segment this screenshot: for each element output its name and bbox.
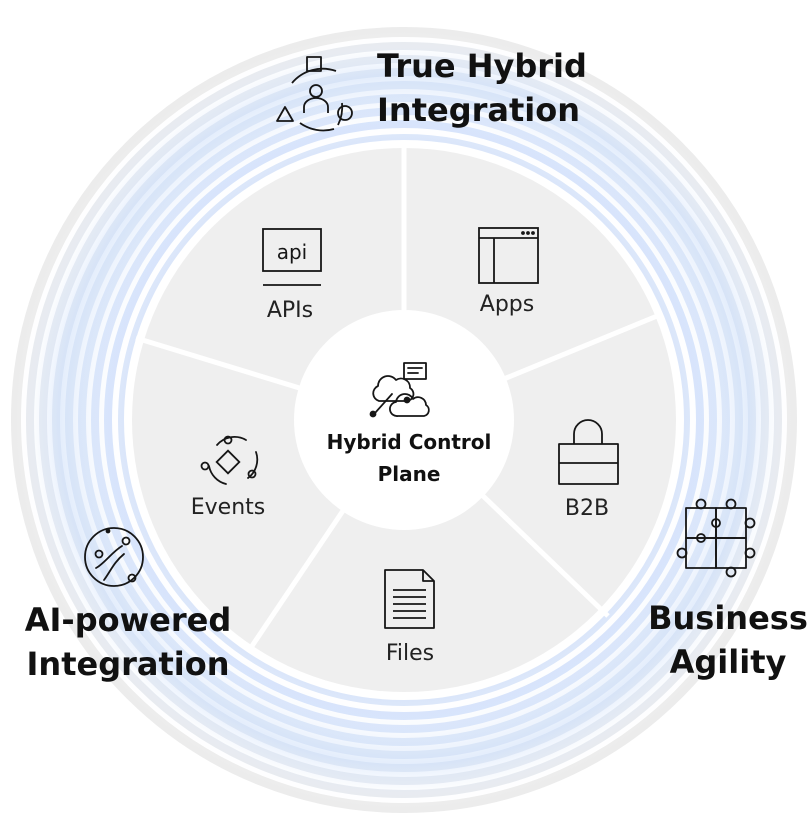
- center-hub: [294, 310, 514, 530]
- pillar-title-right: Business Agility: [648, 596, 808, 684]
- ai-integration-icon: [84, 527, 144, 587]
- file-document-icon: [384, 569, 435, 629]
- hybrid-cloud-icon: [369, 362, 430, 418]
- segment-label-files: Files: [385, 641, 435, 666]
- puzzle-icon: [676, 498, 756, 578]
- pillar-left-line1: AI-powered: [24, 601, 232, 639]
- segment-label-events: Events: [190, 495, 266, 520]
- pillar-top-line2: Integration: [377, 91, 580, 129]
- segment-label-b2b: B2B: [564, 496, 610, 521]
- api-icon-text: api: [277, 240, 308, 264]
- b2b-bag-icon: [558, 419, 619, 485]
- pillar-left-line2: Integration: [26, 645, 230, 683]
- center-title-line2: Plane: [377, 462, 441, 486]
- pillar-right-line1: Business: [648, 599, 808, 637]
- pillar-title-top: True Hybrid Integration: [377, 44, 587, 132]
- events-icon: [200, 435, 259, 485]
- api-icon: api: [262, 228, 322, 286]
- pillar-title-left: AI-powered Integration: [8, 598, 248, 686]
- hybrid-integration-icon: [276, 56, 353, 132]
- center-title: Hybrid Control Plane: [304, 426, 514, 490]
- pillar-right-line2: Agility: [669, 643, 787, 681]
- pillar-top-line1: True Hybrid: [377, 47, 587, 85]
- app-window-icon: [478, 227, 539, 284]
- segment-label-apis: APIs: [266, 298, 314, 323]
- center-title-line1: Hybrid Control: [326, 430, 492, 454]
- segment-label-apps: Apps: [479, 292, 535, 317]
